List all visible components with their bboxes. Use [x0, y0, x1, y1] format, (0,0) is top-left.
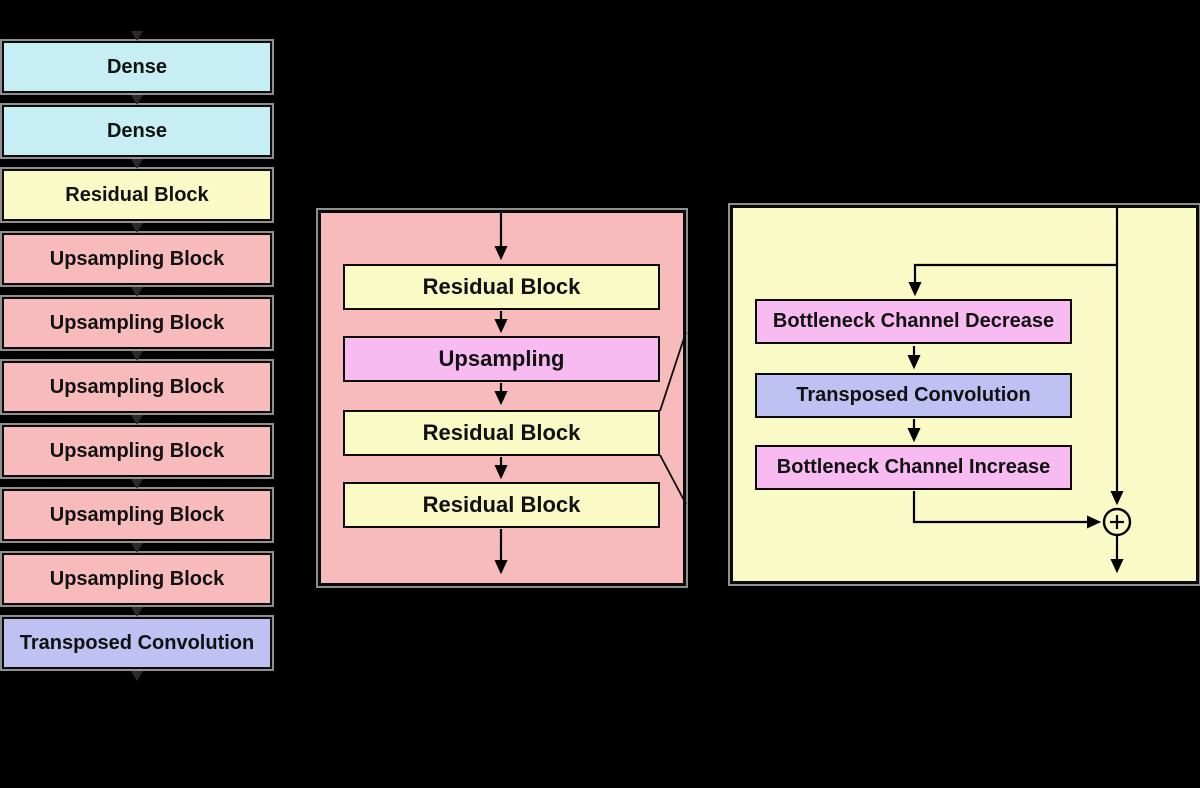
block-upsampling-6: Upsampling Block — [2, 553, 272, 605]
right-block-transposed-convolution: Transposed Convolution — [755, 373, 1072, 418]
middle-panel: Residual Block Upsampling Residual Block… — [318, 210, 686, 586]
mid-block-residual-2: Residual Block — [343, 410, 660, 456]
mid-block-upsampling: Upsampling — [343, 336, 660, 382]
block-dense-2: Dense — [2, 105, 272, 157]
block-upsampling-4: Upsampling Block — [2, 425, 272, 477]
block-residual: Residual Block — [2, 169, 272, 221]
block-upsampling-5: Upsampling Block — [2, 489, 272, 541]
block-upsampling-3: Upsampling Block — [2, 361, 272, 413]
block-upsampling-1: Upsampling Block — [2, 233, 272, 285]
right-panel: Bottleneck Channel Decrease Transposed C… — [730, 205, 1199, 584]
block-dense-1: Dense — [2, 41, 272, 93]
block-transposed-convolution: Transposed Convolution — [2, 617, 272, 669]
right-block-bottleneck-decrease: Bottleneck Channel Decrease — [755, 299, 1072, 344]
mid-block-residual-3: Residual Block — [343, 482, 660, 528]
mid-block-residual-1: Residual Block — [343, 264, 660, 310]
block-upsampling-2: Upsampling Block — [2, 297, 272, 349]
right-block-bottleneck-increase: Bottleneck Channel Increase — [755, 445, 1072, 490]
